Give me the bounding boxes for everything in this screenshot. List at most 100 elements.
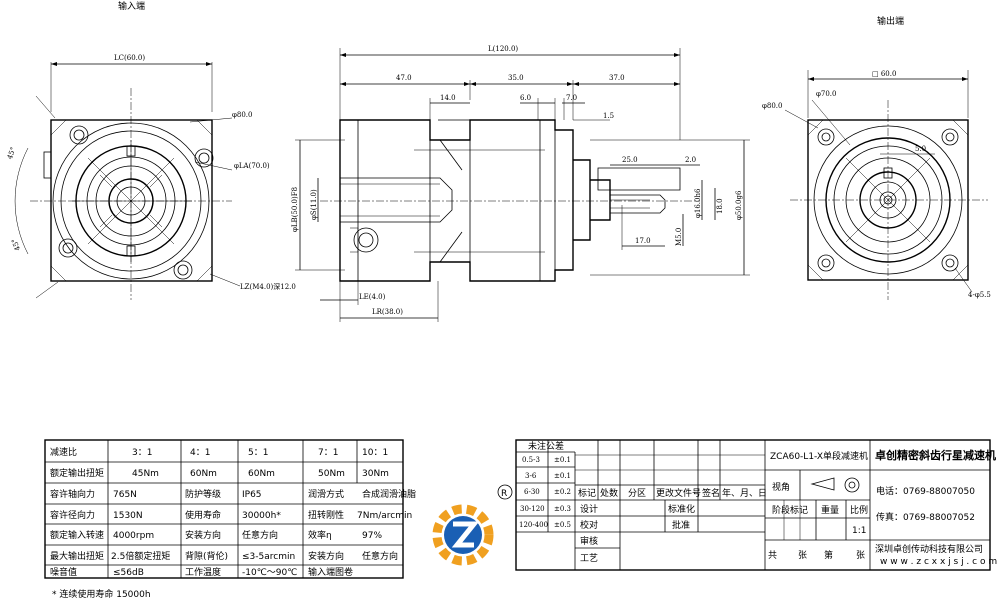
tol-r1a: 3-6 bbox=[525, 472, 537, 480]
tb-proofread: 校对 bbox=[580, 519, 598, 531]
spec-r5c0: 最大输出扭矩 bbox=[50, 550, 104, 562]
tb-weight: 重量 bbox=[821, 504, 839, 516]
spec-r0c4: 7：1 bbox=[318, 448, 338, 458]
spec-r4c0: 额定输入转速 bbox=[50, 529, 104, 541]
spec-r5c2: 背隙(背伦) bbox=[185, 550, 228, 562]
spec-r4c2: 安装方向 bbox=[185, 529, 221, 541]
lr-dim: LR(38.0) bbox=[372, 308, 403, 316]
d7-dim: 7.0 bbox=[566, 94, 577, 102]
d5-dim: 5.0 bbox=[915, 145, 926, 153]
angle-label-1: 45° bbox=[6, 146, 18, 160]
spec-r2c4: 润滑方式 bbox=[308, 488, 344, 500]
spec-r4c4: 效率η bbox=[308, 529, 332, 541]
la-dim: φLA(70.0) bbox=[234, 162, 270, 170]
tb-review: 审核 bbox=[580, 535, 598, 547]
left-view: LC(60.0) 45° 45° φ80.0 φLA(70.0) bbox=[6, 54, 296, 300]
spec-r1c2: 60Nm bbox=[190, 469, 217, 479]
spec-r4c1: 4000rpm bbox=[113, 531, 154, 541]
spec-r4c3: 任意方向 bbox=[242, 529, 278, 541]
d25-dim: 25.0 bbox=[622, 156, 638, 164]
title-block: 未注公差 0.5-3 ±0.1 3-6 ±0.1 6-30 ±0.2 30-12… bbox=[515, 439, 997, 571]
output-end-label: 输出端 bbox=[877, 15, 904, 27]
hdr-count: 处数 bbox=[600, 487, 618, 499]
tb-company-name: 深圳卓创传动科技有限公司 bbox=[875, 543, 983, 555]
lz-dim: LZ(M4.0)深12.0 bbox=[240, 282, 296, 291]
d2-dim: 2.0 bbox=[685, 156, 696, 164]
spec-r6c0: 噪音值 bbox=[50, 566, 77, 578]
d37-dim: 37.0 bbox=[609, 74, 625, 82]
spec-r2c2: 防护等级 bbox=[185, 488, 221, 500]
tb-scale-value: 1:1 bbox=[852, 526, 866, 536]
company-logo: R bbox=[432, 484, 513, 566]
tb-view: 视角 bbox=[772, 481, 790, 493]
spec-r1c1: 45Nm bbox=[132, 469, 159, 479]
spec-r0c5: 10：1 bbox=[362, 448, 388, 458]
spec-footnote: * 连续使用寿命 15000h bbox=[52, 588, 151, 600]
tol-r3b: ±0.3 bbox=[554, 505, 571, 513]
l-dim: L(120.0) bbox=[488, 45, 518, 53]
spec-r0c3: 5：1 bbox=[248, 448, 268, 458]
tb-stage: 阶段标记 bbox=[772, 504, 808, 516]
registered-mark: R bbox=[501, 489, 507, 499]
d80-left: φ80.0 bbox=[232, 111, 253, 119]
tb-approve: 批准 bbox=[672, 519, 690, 531]
input-end-label: 输入端 bbox=[118, 0, 145, 12]
spec-r1c4: 50Nm bbox=[318, 469, 345, 479]
tol-r1b: ±0.1 bbox=[554, 472, 571, 480]
spec-r2c1: 765N bbox=[113, 490, 137, 500]
side-view: L(120.0) 47.0 35.0 37.0 14.0 6.0 7.0 1.5 bbox=[291, 45, 750, 322]
spec-r3c4: 扭转刚性 bbox=[308, 509, 344, 521]
spec-r0c2: 4：1 bbox=[190, 448, 210, 458]
spec-r3c1: 1530N bbox=[113, 511, 143, 521]
spec-table: 减速比 3：1 4：1 5：1 7：1 10：1 额定输出扭矩 45Nm 60N… bbox=[44, 439, 416, 600]
spec-r6c1: ≤56dB bbox=[113, 568, 144, 578]
tb-sheets-total: 共 bbox=[768, 550, 777, 561]
holes-dim: 4-φ5.5 bbox=[968, 291, 991, 299]
m5-dim: M5.0 bbox=[675, 228, 683, 246]
spec-r5c4: 安装方向 bbox=[308, 550, 344, 562]
tb-scale: 比例 bbox=[850, 504, 868, 516]
hdr-date: 年、月、日 bbox=[722, 487, 767, 499]
tb-sheets-no: 第 bbox=[824, 549, 833, 561]
le-dim: LE(4.0) bbox=[359, 293, 386, 301]
d50-dim: φ50.0g6 bbox=[735, 190, 743, 220]
spec-r2c0: 容许轴向力 bbox=[50, 488, 95, 500]
d16-dim: φ16.0h6 bbox=[694, 188, 702, 218]
sq-dim: □ 60.0 bbox=[872, 70, 896, 78]
spec-r1c0: 额定输出扭矩 bbox=[50, 467, 104, 479]
spec-r6c2: 工作温度 bbox=[185, 566, 221, 578]
tb-model: ZCA60-L1-X单段减速机 bbox=[770, 450, 868, 462]
lc-dim: LC(60.0) bbox=[114, 54, 145, 62]
tb-phone: 电话：0769-88007050 bbox=[876, 485, 975, 497]
tb-company-title: 卓创精密斜齿行星减速机 bbox=[875, 448, 996, 462]
d14-dim: 14.0 bbox=[440, 94, 456, 102]
tol-r4a: 120-400 bbox=[519, 521, 548, 529]
tb-sheets-unit2: 张 bbox=[856, 550, 865, 561]
spec-r5c1: 2.5倍额定扭矩 bbox=[111, 550, 170, 562]
spec-r0c0: 减速比 bbox=[50, 446, 77, 458]
spec-r2c3: IP65 bbox=[242, 490, 262, 500]
tb-sheets-unit1: 张 bbox=[798, 550, 807, 561]
spec-r3c2: 使用寿命 bbox=[185, 509, 221, 521]
spec-r3c5: 7Nm/arcmin bbox=[357, 511, 412, 521]
ls-dim: φS(11.0) bbox=[310, 189, 318, 220]
spec-r1c5: 30Nm bbox=[362, 469, 389, 479]
d35-dim: 35.0 bbox=[508, 74, 524, 82]
d6-dim: 6.0 bbox=[520, 94, 531, 102]
spec-r2c5: 合成润滑油脂 bbox=[362, 488, 416, 500]
tb-craft: 工艺 bbox=[580, 553, 598, 564]
hdr-docno: 更改文件号 bbox=[656, 487, 701, 499]
right-view: □ 60.0 φ70.0 φ80.0 5.0 4-φ5.5 bbox=[762, 70, 991, 300]
hdr-mark: 标记 bbox=[578, 487, 596, 499]
tb-fax: 传真：0769-88007052 bbox=[876, 511, 975, 523]
d17-dim: 17.0 bbox=[635, 237, 651, 245]
tol-r0a: 0.5-3 bbox=[522, 456, 540, 464]
hdr-sign: 签名 bbox=[702, 487, 720, 499]
tol-r0b: ±0.1 bbox=[554, 456, 571, 464]
spec-r3c0: 容许径向力 bbox=[50, 509, 95, 521]
spec-r4c5: 97% bbox=[362, 531, 382, 541]
spec-r5c5: 任意方向 bbox=[362, 550, 398, 562]
tol-r3a: 30-120 bbox=[520, 505, 545, 513]
d15-dim: 1.5 bbox=[603, 112, 614, 120]
